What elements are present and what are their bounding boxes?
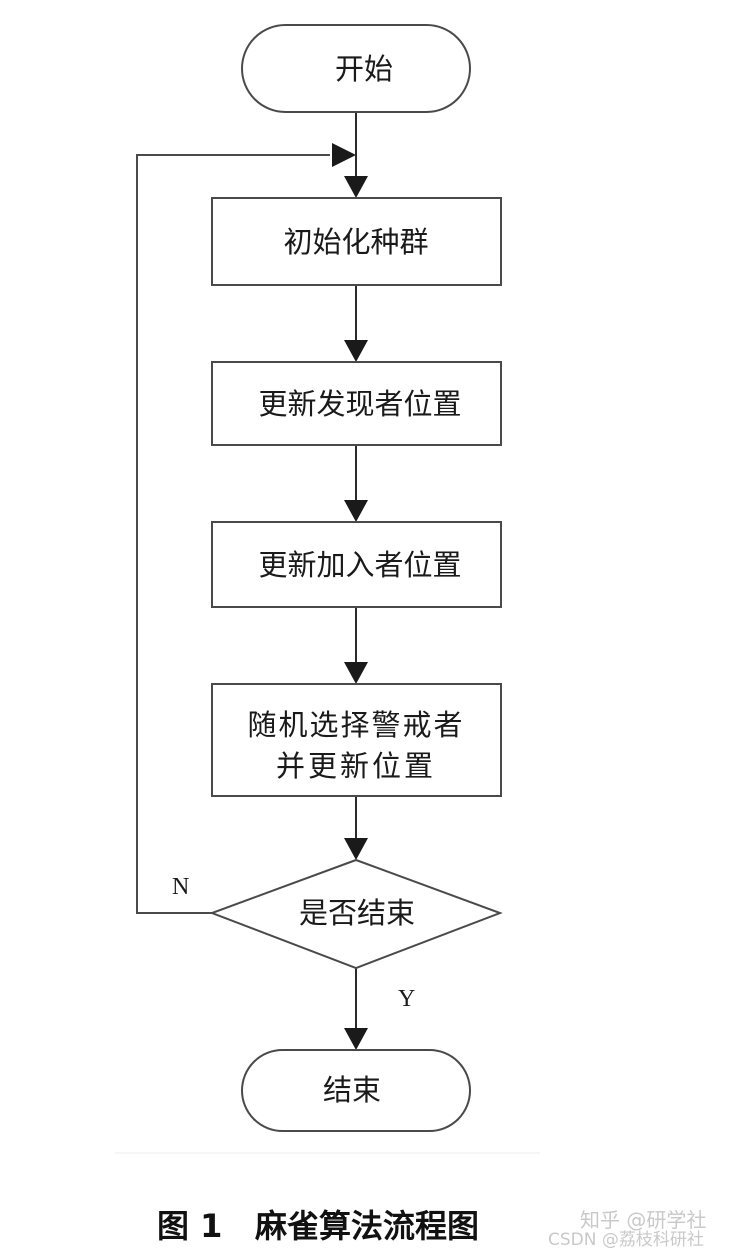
edge-label-yes: Y (398, 986, 415, 1012)
update-joiners-node: 更新加入者位置 (211, 521, 502, 608)
watermark-line2: CSDN @荔枝科研社 (548, 1230, 704, 1250)
arrowhead-to-decision (344, 838, 368, 860)
end-label: 结束 (323, 1073, 381, 1107)
arrowhead-to-discoverers (344, 340, 368, 362)
start-label: 开始 (335, 52, 393, 86)
end-node: 结束 (241, 1049, 471, 1132)
loop-back-arrowhead (332, 143, 356, 167)
end-terminator-shape (241, 1049, 471, 1132)
watermark: 知乎 @研学社 CSDN @荔枝科研社 (548, 1208, 706, 1250)
arrowheads (344, 176, 368, 1050)
loop-back-connector (136, 154, 330, 914)
select-sentinels-node: 随机选择警戒者 并更新位置 (211, 683, 502, 797)
update-discoverers-node: 更新发现者位置 (211, 361, 502, 446)
update-discoverers-label: 更新发现者位置 (258, 387, 461, 421)
arrowhead-to-joiners (344, 500, 368, 522)
init-node: 初始化种群 (211, 197, 502, 286)
update-joiners-label: 更新加入者位置 (258, 548, 461, 582)
select-sentinels-box (211, 683, 502, 797)
figure-caption: 图 1 麻雀算法流程图 (157, 1207, 479, 1245)
arrowhead-to-init (344, 176, 368, 198)
start-node: 开始 (241, 24, 471, 113)
arrowhead-to-select (344, 662, 368, 684)
caption-figure-number: 图 1 (157, 1207, 222, 1245)
watermark-line1: 知乎 @研学社 (580, 1208, 706, 1232)
decision-node: 是否结束 (209, 858, 503, 970)
init-label: 初始化种群 (283, 225, 428, 259)
arrowhead-to-end (344, 1028, 368, 1050)
update-discoverers-box (211, 361, 502, 446)
decision-diamond-shape (209, 858, 503, 970)
start-terminator-shape (241, 24, 471, 113)
select-sentinels-label-line1: 随机选择警戒者 (247, 708, 464, 742)
init-process-box (211, 197, 502, 286)
update-joiners-box (211, 521, 502, 608)
edge-label-no: N (172, 874, 189, 900)
decision-label: 是否结束 (299, 896, 415, 930)
select-sentinels-label-line2: 并更新位置 (276, 749, 436, 783)
caption-title: 麻雀算法流程图 (255, 1207, 479, 1245)
